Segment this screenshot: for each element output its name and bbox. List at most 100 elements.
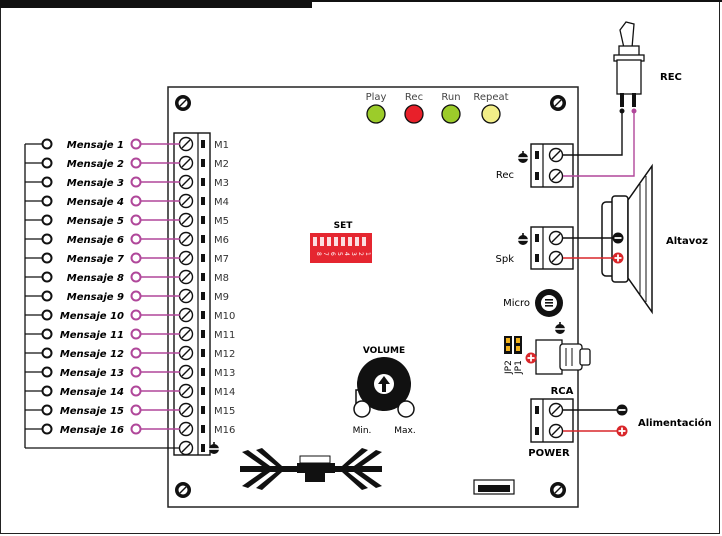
- power-label: POWER: [528, 448, 570, 459]
- common-contact: [41, 347, 53, 359]
- common-contact: [41, 176, 53, 188]
- jumper-jp2[interactable]: [504, 336, 512, 354]
- terminal-pin: [201, 273, 205, 281]
- status-led: [404, 104, 424, 124]
- dip-toggle[interactable]: [348, 237, 352, 246]
- jp2-label: JP2: [504, 360, 514, 375]
- dip-toggle[interactable]: [341, 237, 345, 246]
- message-label: Mensaje 7: [67, 254, 124, 265]
- dip-toggle[interactable]: [313, 237, 317, 246]
- terminal-pin: [201, 311, 205, 319]
- dip-number: 1: [364, 252, 371, 256]
- ground-symbol: [207, 442, 221, 454]
- common-contact: [41, 157, 53, 169]
- dip-toggle[interactable]: [320, 237, 324, 246]
- terminal-pin: [201, 159, 205, 167]
- common-contact: [41, 290, 53, 302]
- terminal-screw: [178, 212, 194, 228]
- message-label: Mensaje 3: [67, 178, 124, 189]
- volume-knob[interactable]: [353, 357, 415, 418]
- led-label: Run: [441, 92, 460, 103]
- terminal-pin: [201, 197, 205, 205]
- common-contact: [41, 404, 53, 416]
- terminal-label: M5: [214, 216, 229, 227]
- message-label: Mensaje 10: [60, 311, 124, 322]
- message-contact: [130, 404, 142, 416]
- board-connector: [473, 479, 515, 495]
- message-contact: [130, 271, 142, 283]
- dip-toggle[interactable]: [355, 237, 359, 246]
- terminal-pin: [201, 292, 205, 300]
- terminal-label: M13: [214, 368, 235, 379]
- spk-terminal-label: Spk: [496, 254, 515, 265]
- message-contact: [130, 157, 142, 169]
- message-label: Mensaje 16: [60, 425, 124, 436]
- message-label: Mensaje 12: [60, 349, 124, 360]
- terminal-label: M3: [214, 178, 229, 189]
- terminal-screw: [548, 147, 564, 163]
- terminal-label: M11: [214, 330, 235, 341]
- led-label: Rec: [405, 92, 423, 103]
- terminal-screw: [178, 250, 194, 266]
- terminal-screw: [178, 402, 194, 418]
- terminal-label: M2: [214, 159, 229, 170]
- message-contact: [130, 347, 142, 359]
- terminal-screw: [178, 307, 194, 323]
- terminal-screw: [178, 155, 194, 171]
- dip-toggle[interactable]: [327, 237, 331, 246]
- terminal-screw: [178, 288, 194, 304]
- plus-symbol: [612, 252, 624, 264]
- common-contact: [41, 138, 53, 150]
- message-contact: [130, 290, 142, 302]
- message-label: Mensaje 1: [67, 140, 124, 151]
- common-contact: [41, 366, 53, 378]
- common-contact: [41, 309, 53, 321]
- common-contact: [41, 423, 53, 435]
- dip-number: 6: [329, 252, 336, 256]
- terminal-label: M1: [214, 140, 229, 151]
- led-label: Repeat: [473, 92, 508, 103]
- message-label: Mensaje 9: [67, 292, 124, 303]
- message-contact: [130, 195, 142, 207]
- ground-symbol: [516, 233, 530, 245]
- rec-toggle-switch[interactable]: [613, 21, 645, 114]
- plus-symbol: [525, 352, 537, 364]
- dip-number: 2: [357, 252, 364, 256]
- heat-sink: [240, 448, 382, 490]
- message-contact: [130, 366, 142, 378]
- terminal-pin: [201, 444, 205, 452]
- pcb-board: [167, 86, 579, 508]
- terminal-screw: [548, 168, 564, 184]
- terminal-label: M6: [214, 235, 229, 246]
- message-label: Mensaje 4: [67, 197, 124, 208]
- terminal-screw: [178, 383, 194, 399]
- dip-number: 3: [350, 252, 357, 256]
- message-label: Mensaje 15: [60, 406, 124, 417]
- dip-toggle[interactable]: [334, 237, 338, 246]
- terminal-label: M12: [214, 349, 235, 360]
- terminal-label: M9: [214, 292, 229, 303]
- terminal-label: M7: [214, 254, 229, 265]
- message-contact: [130, 138, 142, 150]
- terminal-screw: [178, 193, 194, 209]
- terminal-pin: [201, 235, 205, 243]
- volume-max-label: Max.: [394, 426, 415, 436]
- terminal-label: M16: [214, 425, 235, 436]
- dip-number: 7: [322, 252, 329, 256]
- jumper-jp1[interactable]: [514, 336, 522, 354]
- terminal-label: M8: [214, 273, 229, 284]
- rec-wire: [563, 111, 635, 177]
- rec-switch-label: REC: [660, 72, 682, 83]
- dip-number: 4: [343, 252, 350, 256]
- rca-label: RCA: [551, 386, 574, 397]
- led-label: Play: [366, 92, 387, 103]
- jp1-label: JP1: [514, 360, 524, 375]
- rca-connector[interactable]: [535, 339, 591, 375]
- message-label: Mensaje 14: [60, 387, 124, 398]
- message-contact: [130, 233, 142, 245]
- volume-title: VOLUME: [363, 346, 405, 356]
- terminal-pin: [201, 254, 205, 262]
- message-contact: [130, 309, 142, 321]
- dip-toggle[interactable]: [362, 237, 366, 246]
- terminal-label: M10: [214, 311, 235, 322]
